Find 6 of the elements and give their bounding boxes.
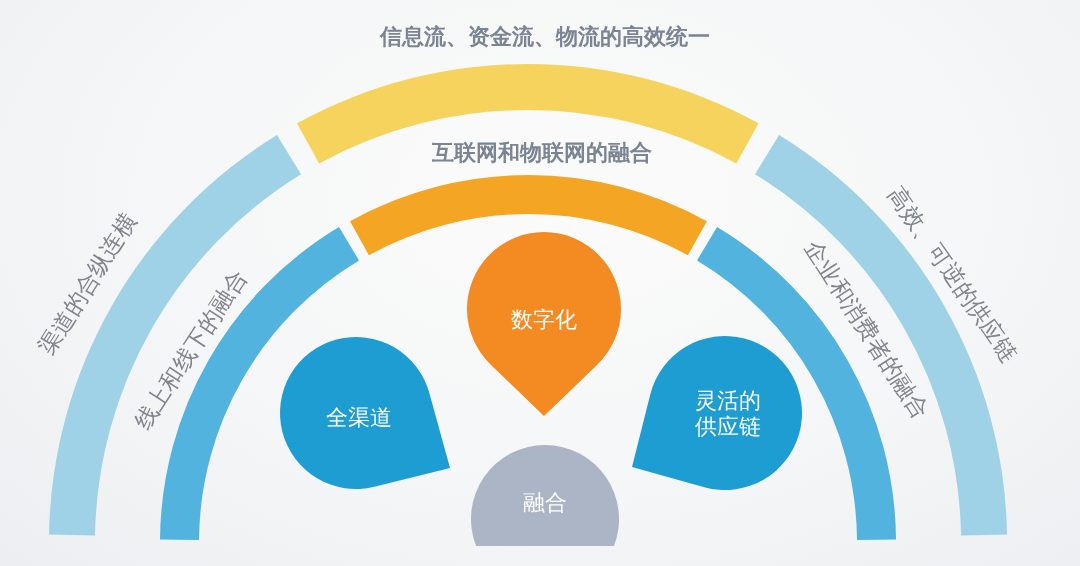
node-label: 灵活的供应链 [694,387,762,441]
node-label: 融合 [522,489,568,517]
arc-heading: 信息流、资金流、物流的高效统一 [380,23,710,51]
arc-heading: 互联网和物联网的融合 [432,139,652,167]
node-label: 全渠道 [325,404,393,432]
node-label: 数字化 [510,306,578,334]
